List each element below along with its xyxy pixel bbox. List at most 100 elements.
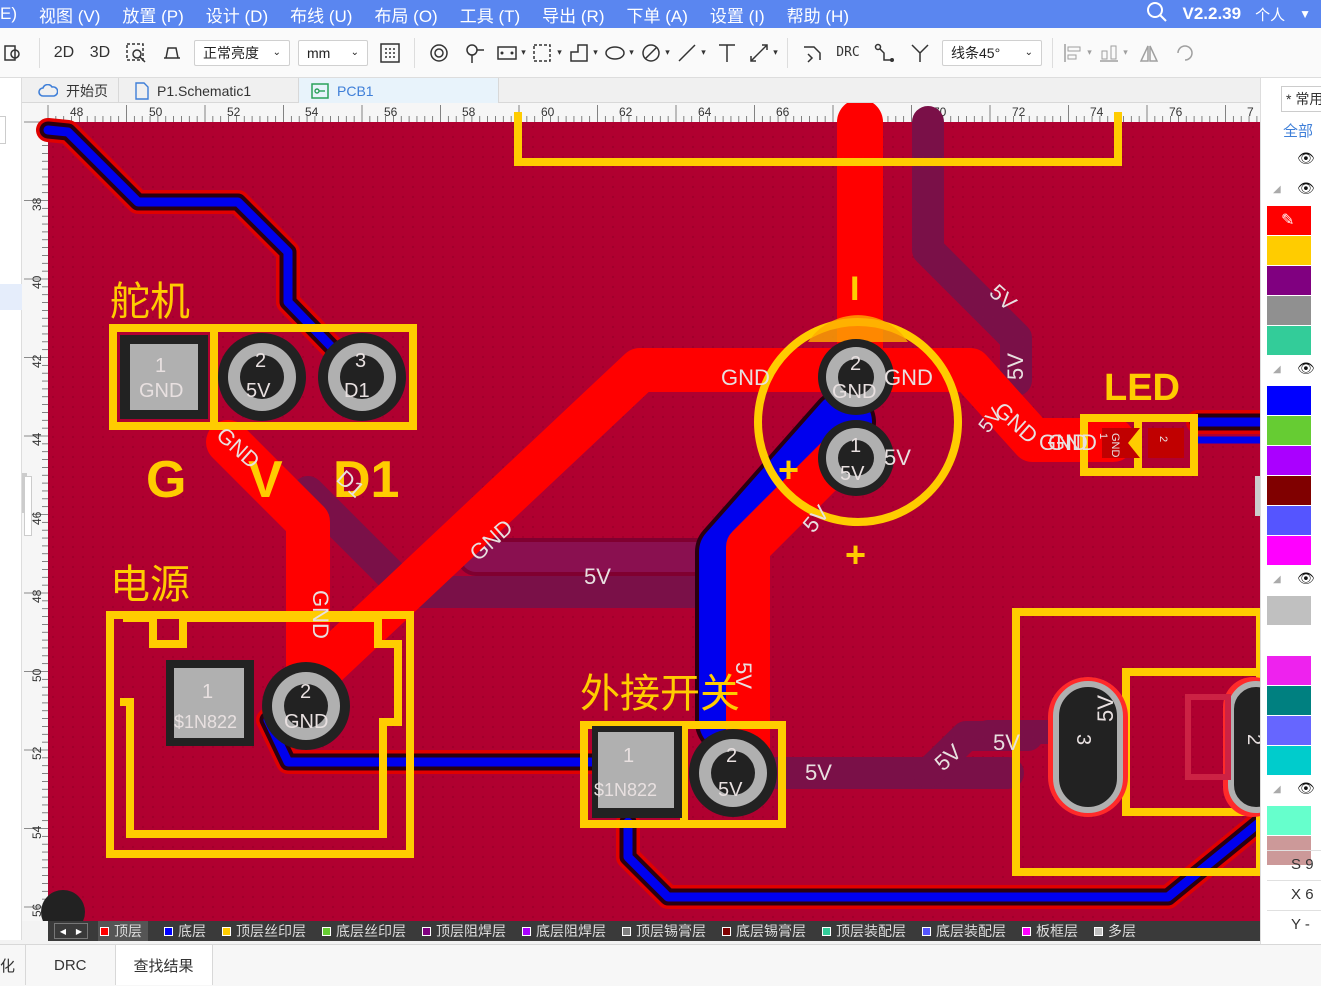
mirror-icon[interactable]: [1134, 38, 1164, 68]
layer-panel-tab-common[interactable]: * 常用: [1281, 86, 1321, 112]
layer-bottom-silk[interactable]: 底层丝印层: [322, 921, 406, 941]
pcb-canvas[interactable]: 48 50 52 54 56 58 60 62 64 66 68 70 72 7…: [22, 103, 1260, 921]
layer-bottom-assembly[interactable]: 底层装配层: [922, 921, 1006, 941]
layer-color-swatch[interactable]: [1267, 476, 1311, 505]
layer-color-swatch[interactable]: [1267, 686, 1311, 715]
menu-settings[interactable]: 设置 (I): [709, 6, 765, 26]
unit-value: mm: [307, 44, 331, 61]
layer-panel-all[interactable]: 全部: [1283, 123, 1314, 140]
layer-color-swatch[interactable]: [1267, 326, 1311, 355]
unit-select[interactable]: mm⌄: [298, 39, 368, 66]
menu-order[interactable]: 下单 (A): [626, 6, 688, 26]
user-menu[interactable]: 个人: [1255, 6, 1286, 24]
chevron-down-icon[interactable]: ▼: [1299, 7, 1311, 21]
tab-pcb[interactable]: PCB1: [299, 78, 499, 103]
left-splitter-handle[interactable]: [24, 476, 32, 536]
bottom-tab-left[interactable]: 化: [0, 945, 27, 985]
zoom-fit-icon[interactable]: [0, 38, 30, 68]
layer-bottom-paste[interactable]: 底层锡膏层: [722, 921, 806, 941]
canvas-scroll-handle[interactable]: [1255, 476, 1260, 516]
menu-help[interactable]: 帮助 (H): [786, 6, 849, 26]
layer-color-swatch[interactable]: [1267, 446, 1311, 475]
tab-start-page[interactable]: 开始页: [22, 78, 119, 103]
view-2d-button[interactable]: 2D: [53, 43, 75, 61]
pin-icon[interactable]: [460, 38, 490, 68]
eye-icon[interactable]: 👁: [1297, 150, 1315, 166]
keepout-area-icon[interactable]: ▾: [532, 38, 562, 68]
layer-color-swatch[interactable]: [1267, 596, 1311, 625]
layer-color-swatch[interactable]: [1267, 536, 1311, 565]
left-panel-selected-item[interactable]: [0, 284, 22, 310]
rotate-icon[interactable]: [1170, 38, 1200, 68]
route-icon[interactable]: [797, 38, 827, 68]
via-icon[interactable]: [424, 38, 454, 68]
polygon-icon[interactable]: ▾: [568, 38, 598, 68]
layer-color-swatch[interactable]: [1267, 506, 1311, 535]
layer-top-solder-mask[interactable]: 顶层阻焊层: [422, 921, 506, 941]
menu-view[interactable]: 视图 (V): [39, 6, 101, 26]
layer-color-swatch[interactable]: [1267, 806, 1311, 835]
eye-icon[interactable]: 👁: [1297, 360, 1315, 376]
layer-color-swatch[interactable]: [1267, 386, 1311, 415]
ruler-x-label: 74: [1090, 105, 1104, 119]
track-icon[interactable]: [869, 38, 899, 68]
menu-design[interactable]: 设计 (D): [205, 6, 269, 26]
zoom-area-icon[interactable]: [121, 38, 151, 68]
line-icon[interactable]: ▾: [676, 38, 706, 68]
brightness-select[interactable]: 正常亮度⌄: [194, 39, 290, 66]
search-icon[interactable]: [1146, 1, 1168, 28]
layer-color-swatch[interactable]: [1267, 626, 1311, 655]
bottom-tab-find-results[interactable]: 查找结果: [115, 945, 213, 985]
pcb-icon: [311, 82, 329, 99]
layer-board-outline[interactable]: 板框层: [1022, 921, 1078, 941]
diff-pair-icon[interactable]: [905, 38, 935, 68]
layer-color-swatch[interactable]: [1267, 416, 1311, 445]
line-mode-select[interactable]: 线条45°⌄: [942, 39, 1042, 66]
layer-color-swatch[interactable]: [1267, 236, 1311, 265]
no-connect-icon[interactable]: ▾: [640, 38, 670, 68]
eye-icon[interactable]: 👁: [1297, 570, 1315, 586]
chevron-left-icon[interactable]: ◀: [59, 926, 67, 936]
view-3d-button[interactable]: 3D: [89, 43, 111, 61]
layer-bottom-solder-mask[interactable]: 底层阻焊层: [522, 921, 606, 941]
dimension-icon[interactable]: ▾: [748, 38, 778, 68]
layer-top-assembly[interactable]: 顶层装配层: [822, 921, 906, 941]
layer-top-silk[interactable]: 顶层丝印层: [222, 921, 306, 941]
rect-pad-icon[interactable]: ▾: [496, 38, 526, 68]
layer-nav[interactable]: ◀ ▶: [54, 923, 88, 939]
menu-export[interactable]: 导出 (R): [542, 6, 605, 26]
board-outline-icon[interactable]: [157, 38, 187, 68]
left-panel-input[interactable]: [0, 116, 6, 144]
tab-schematic[interactable]: P1.Schematic1: [119, 78, 299, 103]
eye-icon[interactable]: 👁: [1297, 780, 1315, 796]
menu-route[interactable]: 布线 (U): [290, 6, 353, 26]
layer-color-swatch[interactable]: [1267, 746, 1311, 775]
layer-bottom[interactable]: 底层: [164, 921, 206, 941]
layer-multi[interactable]: 多层: [1094, 921, 1136, 941]
chevron-right-icon[interactable]: ▶: [75, 926, 83, 936]
menu-layout[interactable]: 布局 (O): [374, 6, 438, 26]
menu-edit[interactable]: E): [0, 4, 17, 23]
tab-label: PCB1: [337, 82, 374, 99]
pcb-board[interactable]: 48 50 52 54 56 58 60 62 64 66 68 70 72 7…: [22, 103, 1260, 921]
grid-icon[interactable]: [375, 38, 405, 68]
layer-color-swatch[interactable]: [1267, 716, 1311, 745]
ellipse-icon[interactable]: ▾: [604, 38, 634, 68]
align-left-icon[interactable]: ▾: [1062, 38, 1092, 68]
eye-icon[interactable]: 👁: [1297, 180, 1315, 196]
distribute-icon[interactable]: ▾: [1098, 38, 1128, 68]
layer-top[interactable]: 顶层: [98, 921, 148, 941]
layer-color-swatch[interactable]: ✎: [1267, 206, 1311, 235]
drc-button[interactable]: DRC: [836, 45, 860, 60]
text-icon[interactable]: [712, 38, 742, 68]
layer-label: 顶层锡膏层: [636, 923, 706, 939]
menu-place[interactable]: 放置 (P): [122, 6, 184, 26]
pad-number: 2: [726, 745, 737, 767]
bottom-tab-drc[interactable]: DRC: [26, 945, 116, 985]
layer-color-swatch[interactable]: [1267, 656, 1311, 685]
layer-color-swatch[interactable]: [1267, 266, 1311, 295]
layer-top-paste[interactable]: 顶层锡膏层: [622, 921, 706, 941]
ruler-x-label: 54: [305, 105, 319, 119]
menu-tools[interactable]: 工具 (T): [459, 6, 521, 26]
layer-color-swatch[interactable]: [1267, 296, 1311, 325]
